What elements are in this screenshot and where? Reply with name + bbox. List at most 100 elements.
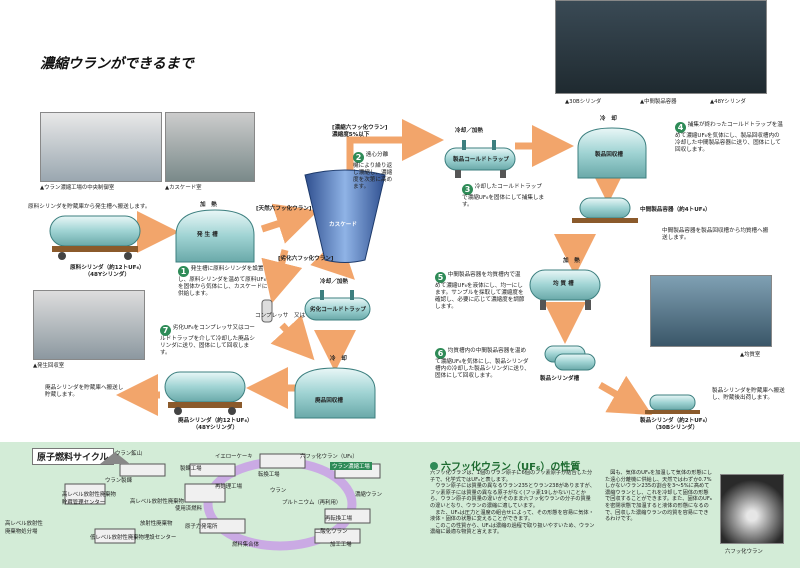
enriched-uf6-label: [濃縮六フッ化ウラン] 濃縮度5%以下	[332, 125, 388, 138]
cool-heat-top-label: 冷却／加熱	[455, 128, 483, 134]
cool-mid-label: 冷 却	[330, 356, 347, 362]
cool-heat-mid-label: 冷却／加熱	[320, 279, 348, 285]
feed-cylinder-label: 原料シリンダ（約12トUF₆） （48Yシリンダ）	[70, 265, 145, 278]
step-3-text: 冷却したコールドトラップで濃縮UF₆を固体にして捕集します。	[462, 184, 545, 208]
tails-cold-trap-label: 劣化コールドトラップ	[310, 307, 366, 313]
product-recovery-vessel	[577, 127, 647, 179]
cycle-hlw: 高レベル放射性廃棄物	[130, 499, 184, 505]
properties-col2: 図も、気体のUF₆を加温して気体の形態にした遠心分離機に供給し、天然ではわずか0…	[605, 470, 713, 523]
homogenizer-label: 均 質 槽	[553, 281, 574, 287]
cycle-plutonium: プルトニウム（再利用）	[282, 500, 342, 506]
generator-label: 発 生 槽	[197, 232, 218, 238]
product-cylinder-label: 製品シリンダ（約2トUF₆） （30Bシリンダ）	[640, 418, 711, 431]
control-room-caption: ▲ウラン濃縮工場の中央制御室	[40, 185, 115, 191]
cascade-room-caption: ▲カスケード室	[165, 185, 202, 191]
tails-cylinder-label: 廃品シリンダ（約12トUF₆） （48Yシリンダ）	[178, 418, 253, 431]
step-6-text: 均質槽内の中間製品容器を温めて濃縮UF₆を気体にし、製品シリンダ槽内の冷却した製…	[435, 348, 530, 379]
generation-room-caption: ▲発生回収室	[33, 363, 65, 369]
cycle-refinery: ウラン製錬	[105, 478, 132, 484]
intermediate-container-caption: ▲中間製品容器	[640, 99, 677, 105]
heat-label-2: 加 熱	[563, 258, 580, 264]
feed-cylinder	[49, 215, 141, 260]
properties-title: 六フッ化ウラン（UF₆）の性質	[441, 462, 581, 473]
compressor-icon	[261, 299, 273, 323]
cycle-fuel: 燃料集合体	[232, 542, 259, 548]
product-cold-trap	[444, 140, 516, 178]
cascade-label: カスケード	[329, 222, 357, 228]
cycle-reconversion: 再転換工場	[325, 516, 352, 522]
cycle-enrichment: ウラン濃縮工場	[330, 462, 372, 470]
step-1: 1 発生槽に原料シリンダを設置し、原料シリンダを温めて原料UF₆を固体から気体に…	[178, 266, 268, 298]
cycle-npp: 原子力発電所	[185, 524, 218, 530]
step-3: 3 冷却したコールドトラップで濃縮UF₆を固体にして捕集します。	[462, 184, 547, 209]
product-cylinder-tank	[544, 345, 596, 371]
heat-label-1: 加 熱	[200, 202, 217, 208]
cycle-uranium: ウラン	[270, 488, 287, 494]
homogenizing-room-photo	[650, 275, 772, 347]
cylinders-48y-caption: ▲48Yシリンダ	[710, 99, 746, 105]
step-7: 7 劣化UF₆をコンプレッサ又はコールドトラップを介して冷却した廃品シリンダに送…	[160, 325, 255, 357]
cycle-hlw-center: 高レベル放射性廃棄物 貯蔵管理センター	[62, 492, 116, 506]
depleted-uf6-label: [劣化六フッ化ウラン]	[278, 256, 334, 262]
cascade-room-photo	[165, 112, 255, 182]
product-cold-trap-label: 製品コールドトラップ	[453, 157, 509, 163]
tails-cylinder	[164, 371, 246, 415]
uf6-photo-caption: 六フッ化ウラン	[725, 549, 763, 555]
process-diagram	[49, 119, 700, 419]
intro-text: 原料シリンダを貯蔵庫から発生槽へ搬送します。	[28, 204, 151, 210]
tails-cold-trap	[304, 290, 371, 321]
step-2: 2 遠心分離機により繰り返し濃縮し、濃縮度を次第に高めます。	[353, 152, 393, 191]
step-6-badge: 6	[435, 348, 446, 359]
step-6: 6 均質槽内の中間製品容器を温めて濃縮UF₆を気体にし、製品シリンダ槽内の冷却し…	[435, 348, 530, 380]
cycle-mine: ウラン鉱山	[115, 451, 142, 457]
uf6-photo	[720, 474, 784, 544]
fuel-cycle-diagram	[64, 452, 381, 551]
product-store-text: 製品シリンダを貯蔵庫へ搬送し、貯蔵後出荷します。	[712, 388, 785, 401]
cylinders-photo	[555, 0, 767, 94]
cycle-fabrication: 加工工場	[330, 542, 352, 548]
step-4-text: 捕集が終わったコールドトラップを温めて濃縮UF₆を気体にし、製品回収槽内の冷却し…	[675, 122, 783, 153]
cycle-refining-plant: 製錬工場	[180, 466, 202, 472]
step-5: 5 中間製品容器を均質槽内で温めて濃縮UF₆を液体にし、均一にします。サンプルを…	[435, 272, 525, 311]
tails-recovery-label: 廃品回収槽	[315, 398, 343, 404]
cascade-icon	[304, 169, 386, 263]
cycle-llw: 放射性廃棄物	[140, 521, 173, 527]
step-2-text: 遠心分離機により繰り返し濃縮し、濃縮度を次第に高めます。	[353, 152, 393, 190]
cycle-reprocessing: 再処理工場	[215, 484, 242, 490]
step-4: 4 捕集が終わったコールドトラップを温めて濃縮UF₆を気体にし、製品回収槽内の冷…	[675, 122, 785, 154]
bottom-panel	[0, 442, 800, 568]
cycle-uo2: 二酸化ウラン	[315, 529, 348, 535]
cycle-llw-center: 低レベル放射性廃棄物埋設センター	[90, 535, 177, 541]
cycle-spent-fuel: 使用済燃料	[175, 506, 202, 512]
step-7-badge: 7	[160, 325, 171, 336]
cylinders-30b-caption: ▲30Bシリンダ	[565, 99, 602, 105]
cool-top-label: 冷 却	[600, 116, 617, 122]
flow-arrows	[116, 119, 653, 416]
compressor-label: コンプレッサ 又は	[255, 313, 306, 319]
homogenizing-room-caption: ▲均質室	[740, 352, 761, 358]
generator-vessel	[175, 209, 255, 263]
control-room-photo	[40, 112, 162, 182]
properties-header: 六フッ化ウラン（UF₆）の性質	[430, 455, 580, 474]
cycle-uf6: 六フッ化ウラン（UF₆）	[300, 454, 358, 460]
cycle-title: 原子燃料サイクル	[32, 448, 114, 465]
step-4-badge: 4	[675, 122, 686, 133]
step-5-badge: 5	[435, 272, 446, 283]
step-5-text: 中間製品容器を均質槽内で温めて濃縮UF₆を液体にし、均一にします。サンプルを採取…	[435, 272, 525, 310]
natural-uf6-label: [天然六フッ化ウラン]	[256, 206, 312, 212]
step-7-text: 劣化UF₆をコンプレッサ又はコールドトラップを介して冷却した廃品シリンダに送り、…	[160, 325, 255, 356]
intermediate-container	[572, 197, 638, 223]
intermediate-transport-text: 中間製品容器を製品回収槽から均質槽へ搬送します。	[662, 228, 769, 241]
product-recovery-label: 製品回収槽	[595, 152, 623, 158]
homogenizer-vessel	[529, 269, 601, 310]
generation-room-photo	[33, 290, 145, 360]
product-cylinder	[645, 394, 700, 414]
cycle-yellowcake: イエローケーキ	[215, 454, 253, 460]
step-1-badge: 1	[178, 266, 189, 277]
step-1-text: 発生槽に原料シリンダを設置し、原料シリンダを温めて原料UF₆を固体から気体にし、…	[178, 266, 268, 297]
tails-recovery-vessel	[294, 367, 376, 419]
bullet-icon	[430, 462, 438, 470]
step-3-badge: 3	[462, 184, 473, 195]
properties-col1: 六フッ化ウランは、1個のウラン原子に6個のフッ素原子が結合した分子で、化学式では…	[430, 470, 595, 536]
cycle-hlw-disposal: 高レベル放射性 廃棄物処分場	[5, 521, 43, 535]
